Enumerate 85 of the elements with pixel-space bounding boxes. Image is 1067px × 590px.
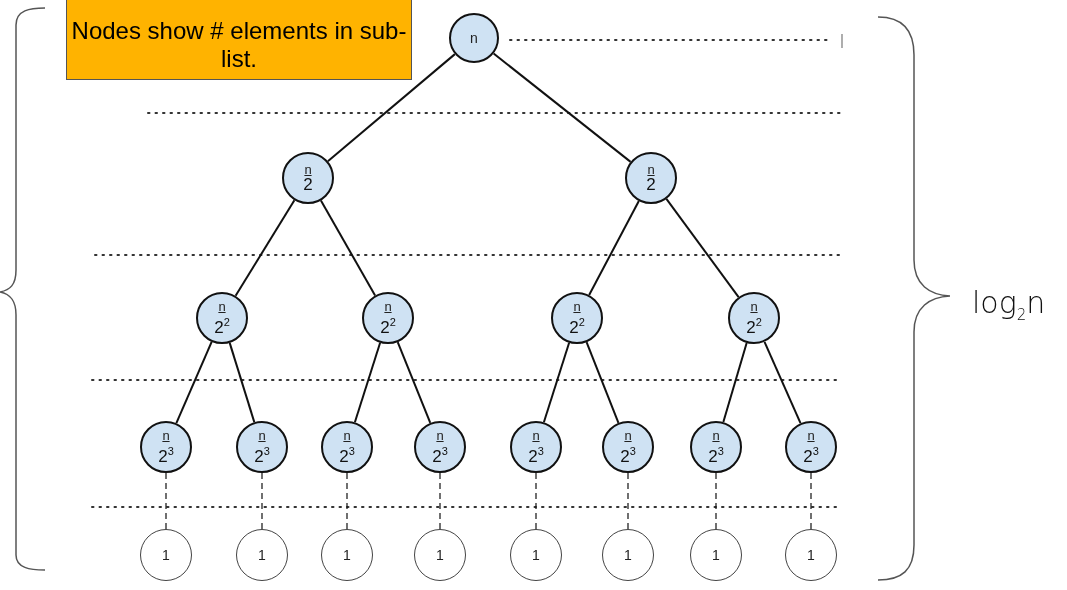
denominator-text: 2$^{3}$	[620, 443, 636, 466]
denominator-text: 2$^{2}$	[569, 314, 585, 337]
tree-node	[282, 152, 334, 204]
leaf-node	[602, 529, 654, 581]
leaf-node	[140, 529, 192, 581]
tree-edge	[722, 341, 748, 424]
tree-edge	[319, 199, 377, 297]
numerator-text: n	[304, 162, 312, 176]
tree-node	[728, 292, 780, 344]
tree-edge	[542, 341, 571, 424]
node-label: 1	[807, 547, 815, 563]
tree-node	[690, 421, 742, 473]
tree-node	[785, 421, 837, 473]
tree-node	[321, 421, 373, 473]
tree-edge	[763, 340, 802, 425]
node-label: 1	[712, 547, 720, 563]
tree-node	[449, 13, 499, 63]
dashed-connector	[346, 472, 348, 530]
denominator-text: 2$^{3}$	[254, 443, 270, 466]
leaf-node	[236, 529, 288, 581]
dashed-connector	[261, 472, 263, 530]
leaf-node	[510, 529, 562, 581]
tree-edge	[353, 341, 382, 424]
denominator-text: 2$^{2}$	[380, 314, 396, 337]
tree-node	[196, 292, 248, 344]
leaf-node	[690, 529, 742, 581]
tree-node	[602, 421, 654, 473]
numerator-text: n	[162, 428, 170, 442]
dashed-connector	[439, 472, 441, 530]
tree-node	[236, 421, 288, 473]
dashed-connector	[810, 472, 812, 530]
leaf-node	[321, 529, 373, 581]
denominator-text: 2$^{3}$	[528, 443, 544, 466]
note-text: Nodes show # elements in sub-list.	[70, 17, 408, 73]
numerator-text: n	[532, 428, 540, 442]
tree-node	[140, 421, 192, 473]
denominator-text: 2$^{3}$	[708, 443, 724, 466]
dashed-connector	[535, 472, 537, 530]
tree-node	[551, 292, 603, 344]
tree-edge	[228, 341, 256, 424]
numerator-text: n	[258, 428, 266, 442]
node-label: 1	[436, 547, 444, 563]
node-label: n	[470, 30, 478, 46]
tree-node	[625, 152, 677, 204]
tree-node	[510, 421, 562, 473]
denominator-text: 2$^{3}$	[158, 443, 174, 466]
denominator-text: 2	[646, 175, 656, 194]
tree-edge	[234, 199, 296, 297]
node-label: 1	[624, 547, 632, 563]
dashed-connector	[715, 472, 717, 530]
node-label: 1	[532, 547, 540, 563]
tree-node	[362, 292, 414, 344]
denominator-text: 2$^{3}$	[803, 443, 819, 466]
numerator-text: n	[750, 299, 758, 313]
tree-edge	[492, 52, 632, 163]
note-box	[66, 0, 412, 80]
numerator-text: n	[384, 299, 392, 313]
denominator-text: 2$^{3}$	[339, 443, 355, 466]
node-label: 1	[258, 547, 266, 563]
numerator-text: n	[647, 162, 655, 176]
numerator-text: n	[624, 428, 632, 442]
tree-edge	[585, 341, 620, 424]
leaf-node	[785, 529, 837, 581]
denominator-text: 2$^{3}$	[432, 443, 448, 466]
brace-label: log$_{2}$n	[972, 285, 1046, 324]
denominator-text: 2$^{2}$	[214, 314, 230, 337]
tree-edge	[326, 53, 456, 163]
tree-edge	[665, 197, 740, 299]
tree-edge	[175, 340, 213, 425]
tree-edge	[588, 200, 640, 296]
tree-node	[414, 421, 466, 473]
denominator-text: 2	[303, 175, 313, 194]
leaf-node	[414, 529, 466, 581]
numerator-text: n	[436, 428, 444, 442]
node-label: 1	[162, 547, 170, 563]
dashed-connector	[627, 472, 629, 530]
numerator-text: n	[218, 299, 226, 313]
numerator-text: n	[807, 428, 815, 442]
node-label: 1	[343, 547, 351, 563]
numerator-text: n	[343, 428, 351, 442]
numerator-text: n	[573, 299, 581, 313]
dashed-connector	[165, 472, 167, 530]
tree-edge	[396, 341, 432, 424]
numerator-text: n	[712, 428, 720, 442]
denominator-text: 2$^{2}$	[746, 314, 762, 337]
